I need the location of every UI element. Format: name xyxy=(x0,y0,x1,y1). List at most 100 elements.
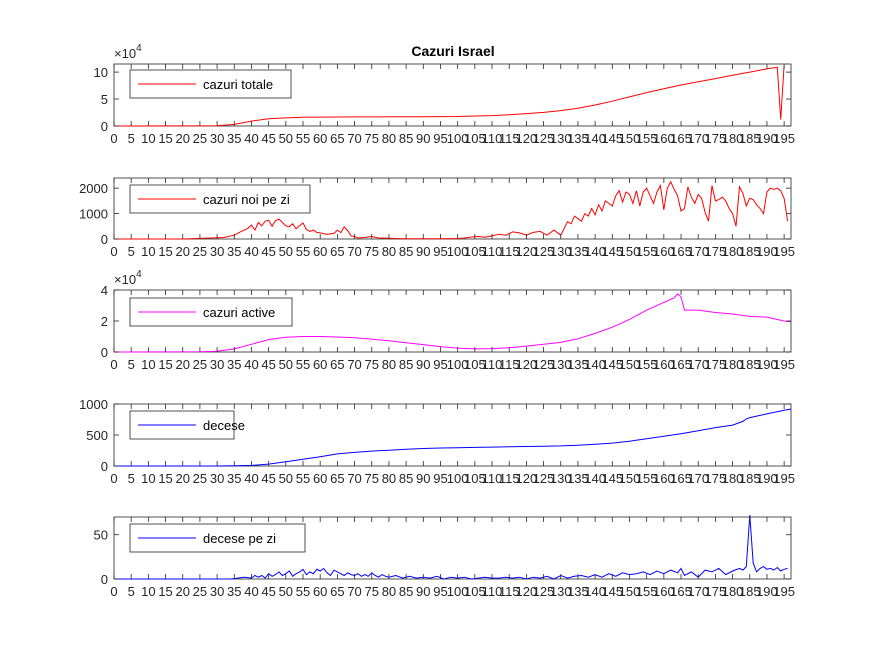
x-tick-label: 50 xyxy=(279,584,293,599)
x-tick-label: 35 xyxy=(227,357,241,372)
x-tick-label: 80 xyxy=(382,584,396,599)
x-tick-label: 70 xyxy=(347,471,361,486)
series-line-cazuri-totale xyxy=(113,65,785,127)
x-tick-label: 40 xyxy=(244,584,258,599)
x-tick-label: 105 xyxy=(464,471,486,486)
x-tick-label: 180 xyxy=(722,244,744,259)
x-tick-label: 185 xyxy=(739,357,761,372)
x-tick-label: 170 xyxy=(687,471,709,486)
x-tick-label: 155 xyxy=(636,471,658,486)
x-tick-label: 170 xyxy=(687,584,709,599)
legend: decese pe zi xyxy=(129,523,306,553)
x-tick-label: 30 xyxy=(210,584,224,599)
x-tick-label: 145 xyxy=(601,131,623,146)
x-tick-label: 165 xyxy=(670,584,692,599)
x-tick-label: 125 xyxy=(533,471,555,486)
x-tick-label: 50 xyxy=(279,357,293,372)
x-tick-label: 25 xyxy=(193,584,207,599)
x-tick-label: 135 xyxy=(567,584,589,599)
legend-label: decese xyxy=(203,418,245,433)
x-tick-label: 70 xyxy=(347,357,361,372)
x-tick-label: 65 xyxy=(330,584,344,599)
x-tick-label: 185 xyxy=(739,244,761,259)
x-tick-label: 55 xyxy=(296,244,310,259)
x-tick-label: 190 xyxy=(756,244,778,259)
x-tick-label: 15 xyxy=(158,584,172,599)
x-tick-label: 145 xyxy=(601,584,623,599)
x-tick-label: 170 xyxy=(687,357,709,372)
x-tick-label: 45 xyxy=(261,357,275,372)
x-tick-label: 10 xyxy=(141,471,155,486)
legend-label: decese pe zi xyxy=(203,531,276,546)
y-tick-label: 1000 xyxy=(79,397,108,412)
x-tick-label: 85 xyxy=(399,471,413,486)
x-tick-label: 90 xyxy=(416,584,430,599)
x-tick-label: 155 xyxy=(636,584,658,599)
x-tick-label: 30 xyxy=(210,131,224,146)
x-tick-label: 25 xyxy=(193,244,207,259)
x-tick-label: 95 xyxy=(433,131,447,146)
x-tick-label: 160 xyxy=(653,357,675,372)
x-tick-label: 90 xyxy=(416,357,430,372)
x-tick-label: 65 xyxy=(330,471,344,486)
x-tick-label: 105 xyxy=(464,131,486,146)
x-tick-label: 155 xyxy=(636,357,658,372)
x-tick-label: 175 xyxy=(705,357,727,372)
x-tick-label: 95 xyxy=(433,357,447,372)
x-tick-label: 130 xyxy=(550,244,572,259)
series-line-cazuri-noi-pe-zi xyxy=(114,180,789,240)
y-tick-label: 4 xyxy=(101,283,108,298)
x-tick-label: 10 xyxy=(141,584,155,599)
y-tick-label: 10 xyxy=(94,65,108,80)
x-tick-label: 20 xyxy=(175,244,189,259)
x-tick-label: 115 xyxy=(499,244,520,259)
x-tick-label: 15 xyxy=(158,244,172,259)
x-tick-label: 75 xyxy=(365,471,379,486)
x-tick-label: 180 xyxy=(722,357,744,372)
x-tick-label: 15 xyxy=(158,471,172,486)
x-tick-label: 175 xyxy=(705,131,727,146)
x-tick-label: 135 xyxy=(567,357,589,372)
x-tick-label: 150 xyxy=(619,471,641,486)
x-tick-label: 40 xyxy=(244,131,258,146)
x-tick-label: 135 xyxy=(567,471,589,486)
x-tick-label: 40 xyxy=(244,471,258,486)
x-tick-label: 100 xyxy=(447,357,469,372)
x-tick-label: 120 xyxy=(516,584,538,599)
x-tick-label: 160 xyxy=(653,584,675,599)
x-tick-label: 110 xyxy=(482,357,503,372)
x-tick-label: 50 xyxy=(279,244,293,259)
x-tick-label: 85 xyxy=(399,244,413,259)
x-tick-label: 125 xyxy=(533,357,555,372)
x-tick-label: 80 xyxy=(382,131,396,146)
x-tick-label: 160 xyxy=(653,131,675,146)
x-tick-label: 145 xyxy=(601,471,623,486)
x-tick-label: 110 xyxy=(482,471,503,486)
legend: cazuri totale xyxy=(129,69,292,99)
x-tick-label: 70 xyxy=(347,131,361,146)
x-tick-label: 5 xyxy=(128,131,135,146)
y-tick-label: 0 xyxy=(101,119,108,134)
x-tick-label: 130 xyxy=(550,357,572,372)
y-exponent-label: ×104 xyxy=(114,269,142,287)
x-tick-label: 90 xyxy=(416,244,430,259)
y-tick-label: 2 xyxy=(101,314,108,329)
y-exponent-power: 4 xyxy=(136,269,142,280)
legend: cazuri active xyxy=(129,297,293,327)
x-tick-label: 100 xyxy=(447,131,469,146)
figure-title: Cazuri Israel xyxy=(411,43,494,59)
x-tick-label: 0 xyxy=(110,471,117,486)
x-tick-label: 185 xyxy=(739,471,761,486)
x-tick-label: 80 xyxy=(382,357,396,372)
x-tick-label: 50 xyxy=(279,131,293,146)
x-tick-label: 130 xyxy=(550,584,572,599)
x-tick-label: 190 xyxy=(756,471,778,486)
x-tick-label: 115 xyxy=(499,131,520,146)
x-tick-label: 140 xyxy=(584,244,606,259)
x-tick-label: 65 xyxy=(330,244,344,259)
x-tick-label: 30 xyxy=(210,244,224,259)
x-tick-label: 85 xyxy=(399,131,413,146)
